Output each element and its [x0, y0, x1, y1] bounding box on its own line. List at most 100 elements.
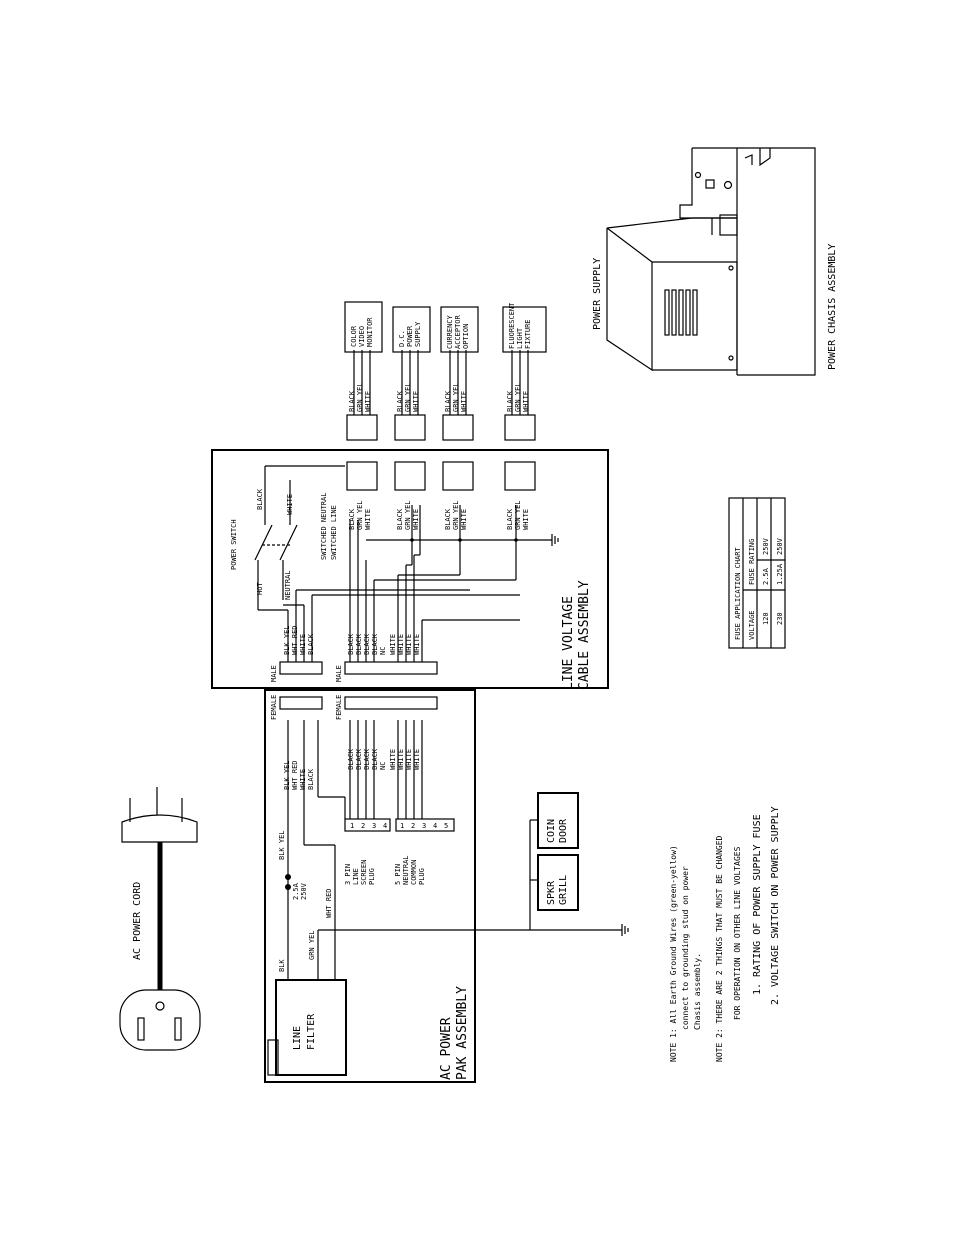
- device-dc-power-supply: BLACK GRN YEL WHITE D.C. POWER SUPPLY: [392, 306, 431, 441]
- ac-pak-outline: [264, 689, 476, 1083]
- lv-conn-1-wire-3: WHITE: [364, 509, 372, 530]
- device-3-name-1: CURRENCY: [446, 314, 454, 349]
- plug-a-label-1: 3 PIN: [344, 864, 352, 885]
- psu-side: [606, 228, 653, 372]
- male4-wire-2: WHT RED: [291, 625, 299, 655]
- sw-neutral: NEUTRAL: [284, 570, 292, 600]
- device-2-plug: [394, 414, 426, 441]
- plug3-pin-1: 1: [350, 822, 354, 830]
- line-filter-label-2: FILTER: [306, 1013, 317, 1050]
- fem9-label: FEMALE: [335, 695, 343, 720]
- device-1-wire-3: WHITE: [364, 391, 372, 412]
- psu-top-front: [606, 227, 737, 263]
- chassis-connector: [719, 214, 738, 236]
- plug3-pin-3: 3: [372, 822, 376, 830]
- speaker-label-1: SPKR: [546, 880, 557, 905]
- device-3-name-3: OPTION: [462, 324, 470, 349]
- male9-wire-4: BLACK: [371, 633, 379, 655]
- device-1-box: [344, 301, 383, 353]
- lv-conn-1-wire-1: BLACK: [348, 508, 356, 530]
- lv-conn-4-wire-1: BLACK: [506, 508, 514, 530]
- label-grn-yel: GRN YEL: [308, 930, 316, 960]
- fem4-wire-4: BLACK: [307, 768, 315, 790]
- fuse-row-1-voltage: 120: [762, 612, 770, 625]
- chassis-switch: [705, 179, 715, 189]
- chassis-notch: [759, 148, 771, 167]
- fuse-chart-header-rating: FUSE RATING: [748, 539, 756, 585]
- label-blk-yel: BLK YEL: [278, 830, 286, 860]
- coin-label-1: COIN: [546, 819, 557, 843]
- fem9-wire-3: BLACK: [363, 748, 371, 770]
- fuse-voltage: 250V: [300, 882, 308, 900]
- device-3-box: [440, 306, 479, 353]
- device-3-wire-1: BLACK: [444, 390, 452, 412]
- internal-wiring: [257, 505, 559, 662]
- lv-conn-2-wire-3: WHITE: [412, 509, 420, 530]
- fem9-to-plugs-wires: [317, 720, 423, 819]
- coin-label-2: DOOR: [558, 818, 569, 843]
- fem9-wire-9: WHITE: [413, 749, 421, 770]
- plug-b-label-4: PLUG: [418, 868, 426, 885]
- psu-top-back: [606, 217, 737, 229]
- receptacle-ground-hole: [155, 1001, 165, 1011]
- device-1-wire-1: BLACK: [348, 390, 356, 412]
- power-chassis-label: POWER CHASIS ASSEMBLY: [827, 244, 838, 370]
- fem4-wire-3: WHITE: [299, 769, 307, 790]
- fem4-wire-1: BLK YEL: [283, 760, 291, 790]
- sw-switched-neutral: SWITCHED NEUTRAL: [320, 493, 328, 560]
- plug-a-label-3: SCREEN: [360, 860, 368, 885]
- device-2-wire-2: GRN YEL: [404, 382, 412, 412]
- male4-label: MALE: [270, 665, 278, 682]
- plug5-pin-2: 2: [411, 822, 415, 830]
- device-1-name-3: MONITOR: [366, 317, 374, 347]
- fem9-wire-8: WHITE: [405, 749, 413, 770]
- chassis-knob: [723, 180, 733, 190]
- fuse-node-2: [285, 884, 291, 890]
- sw-hot: HOT: [256, 582, 264, 595]
- sw-white: WHITE: [286, 494, 294, 515]
- line-filter-label: LINE: [292, 1026, 303, 1050]
- chassis-top-step: [679, 148, 737, 219]
- fem4-connector: [279, 696, 323, 710]
- plug5-pin-5: 5: [444, 822, 448, 830]
- lv-conn-2-wire-2: GRN YEL: [404, 500, 412, 530]
- fem9-connector: [344, 696, 438, 710]
- lv-conn-3: [442, 461, 474, 491]
- lv-conn-2: [394, 461, 426, 491]
- device-2-name-2: POWER: [406, 325, 414, 347]
- device-1-plug: [346, 414, 378, 441]
- power-switch-label: POWER SWITCH: [230, 519, 238, 570]
- note2-item2: 2. VOLTAGE SWITCH ON POWER SUPPLY: [770, 806, 781, 1005]
- fem9-wire-1: BLACK: [347, 748, 355, 770]
- note1-line1: NOTE 1: All Earth Ground Wires (green-ye…: [669, 845, 678, 1062]
- note1-line3: Chasis assembly.: [693, 953, 702, 1030]
- devices: BLACK GRN YEL WHITE COLOR VIDEO MONITOR …: [344, 301, 547, 441]
- male4-wire-4: BLACK: [307, 633, 315, 655]
- line-voltage-outline: [211, 449, 609, 689]
- device-3-wire-2: GRN YEL: [452, 382, 460, 412]
- device-3-wire-3: WHITE: [460, 391, 468, 412]
- notes: NOTE 1: All Earth Ground Wires (green-ye…: [669, 806, 781, 1062]
- line-filter-box: [275, 979, 347, 1076]
- device-4-wire-2: GRN YEL: [514, 382, 522, 412]
- male4-wire-1: BLK YEL: [283, 625, 291, 655]
- power-supply-label: POWER SUPPLY: [592, 258, 603, 330]
- fem9-wire-6: WHITE: [389, 749, 397, 770]
- plug5-pin-1: 1: [400, 822, 404, 830]
- device-4-wire-1: BLACK: [506, 390, 514, 412]
- lv-conn-1-wire-2: GRN YEL: [356, 500, 364, 530]
- line-filter-inlet: [267, 1039, 279, 1076]
- speaker-label-2: GRILL: [558, 875, 569, 905]
- chassis-screw-3: [728, 355, 734, 361]
- lv-device-connectors: BLACK GRN YEL WHITE BLACK GRN YEL WHITE …: [346, 461, 536, 530]
- note2-line2: FOR OPERATION ON OTHER LINE VOLTAGES: [733, 846, 742, 1020]
- plug3-pin-4: 4: [383, 822, 387, 830]
- device-4-plug: [504, 414, 536, 441]
- cord-label: AC POWER CORD: [132, 882, 143, 960]
- male9-wire-9: WHITE: [413, 634, 421, 655]
- device-2-wire-3: WHITE: [412, 391, 420, 412]
- male9-wire-8: WHITE: [405, 634, 413, 655]
- receptacle-slot-1: [137, 1017, 145, 1041]
- device-4-box: [502, 306, 547, 353]
